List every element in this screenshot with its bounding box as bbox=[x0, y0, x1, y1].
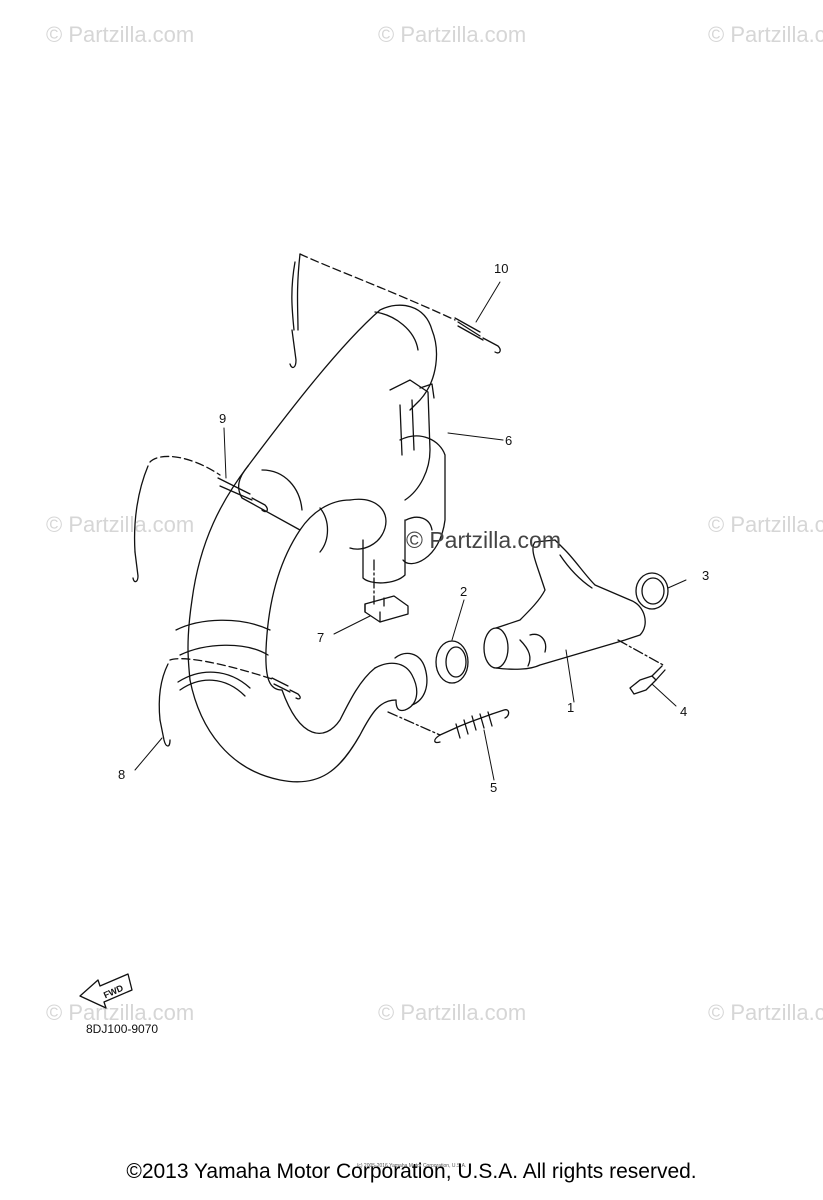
watermark: © Partzilla.com bbox=[378, 22, 527, 47]
guide-lines bbox=[373, 559, 666, 736]
watermark: © Partzilla.com bbox=[708, 512, 823, 537]
callout-5: 5 bbox=[490, 780, 498, 795]
callout-3: 3 bbox=[702, 568, 710, 583]
spring-5 bbox=[434, 709, 510, 744]
callout-7: 7 bbox=[317, 630, 325, 645]
callout-10: 10 bbox=[494, 261, 509, 276]
watermark: © Partzilla.com bbox=[46, 22, 195, 47]
leader-lines bbox=[134, 281, 687, 781]
head-pipe bbox=[175, 465, 428, 783]
callout-2: 2 bbox=[460, 584, 468, 599]
copyright: ©2013 Yamaha Motor Corporation, U.S.A. A… bbox=[126, 1160, 697, 1183]
spring-9 bbox=[132, 455, 268, 583]
callout-9: 9 bbox=[219, 411, 227, 426]
center-watermark: © Partzilla.com bbox=[406, 527, 561, 553]
callout-1: 1 bbox=[567, 700, 575, 715]
small-notice: (c) 2005-2016 Yamaha Motor Corporation, … bbox=[356, 1163, 467, 1169]
watermark: © Partzilla.com bbox=[378, 1000, 527, 1025]
watermark: © Partzilla.com bbox=[46, 512, 195, 537]
bracket bbox=[364, 595, 409, 623]
watermark: © Partzilla.com bbox=[708, 22, 823, 47]
spring-10 bbox=[289, 253, 501, 369]
exhaust-manifold bbox=[483, 539, 646, 670]
callout-6: 6 bbox=[505, 433, 513, 448]
callout-8: 8 bbox=[118, 767, 126, 782]
muffler bbox=[237, 304, 446, 584]
bolt bbox=[629, 665, 666, 695]
gasket-ring bbox=[435, 640, 469, 684]
spring-8 bbox=[158, 658, 301, 747]
callout-4: 4 bbox=[680, 704, 688, 719]
watermark: © Partzilla.com bbox=[46, 1000, 195, 1025]
flange-gasket bbox=[635, 572, 669, 610]
watermark: © Partzilla.com bbox=[708, 1000, 823, 1025]
fwd-arrow-icon: FWD bbox=[79, 973, 133, 1009]
diagram-code: 8DJ100-9070 bbox=[86, 1022, 159, 1036]
